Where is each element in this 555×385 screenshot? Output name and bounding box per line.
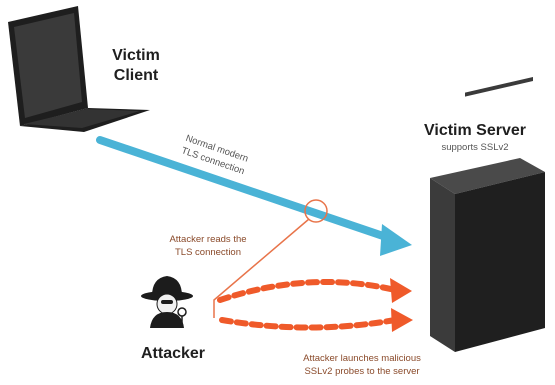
probe-note-line1: Attacker launches malicious [262,352,462,365]
probe-note-line2: SSLv2 probes to the server [262,365,462,378]
attacker-label: Attacker [128,344,218,364]
attacker-icon [141,276,193,328]
server-note: supports SSLv2 [410,141,540,154]
sslv2-probe-arrows [220,278,413,332]
probe-note: Attacker launches malicious SSLv2 probes… [262,352,462,378]
server-icon [430,77,545,352]
attacker-reads-note: Attacker reads the TLS connection [143,233,273,259]
reads-note-line2: TLS connection [143,246,273,259]
reads-note-line1: Attacker reads the [143,233,273,246]
victim-server-label: Victim Server [410,121,540,141]
victim-client-line1: Victim [96,46,176,66]
victim-client-label: Victim Client [96,46,176,86]
victim-client-line2: Client [96,66,176,86]
interception-marker [214,200,327,318]
